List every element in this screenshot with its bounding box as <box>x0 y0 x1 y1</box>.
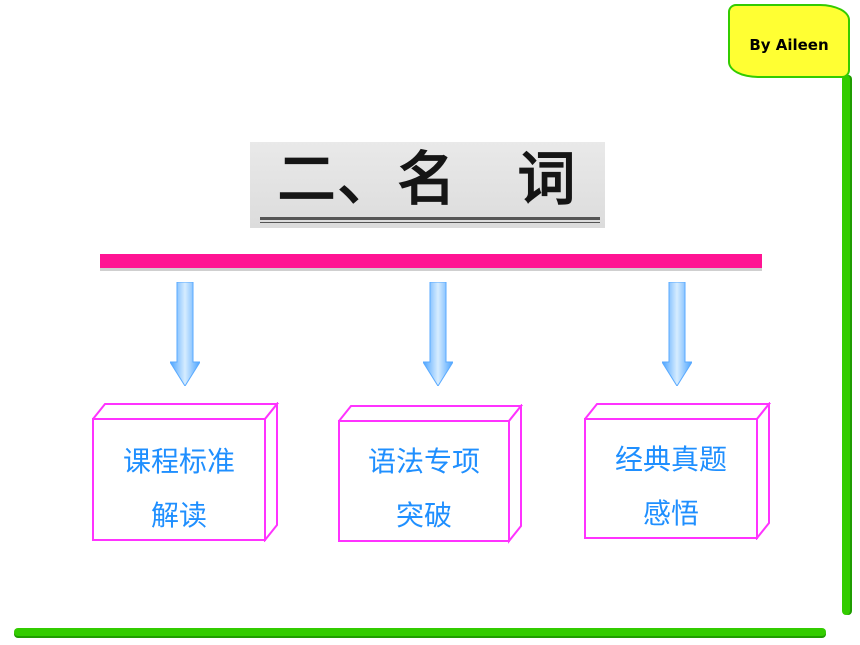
bottom-border-line <box>14 628 826 636</box>
box-title-line1: 语法专项 <box>367 445 480 478</box>
author-flag: By Aileen <box>728 4 850 78</box>
box-frame <box>584 402 772 540</box>
box-frame <box>92 402 280 542</box>
title-underline <box>260 217 600 220</box>
box-title-line1: 课程标准 <box>122 445 235 478</box>
page-title: 二、名 词 <box>277 145 578 213</box>
box-title-line1: 经典真题 <box>614 443 727 476</box>
title-banner: 二、名 词 <box>250 142 605 228</box>
topic-box-classic-questions[interactable]: 经典真题 感悟 <box>584 402 772 540</box>
down-arrow-icon <box>170 282 200 386</box>
topic-box-grammar-focus[interactable]: 语法专项 突破 <box>338 404 524 544</box>
box-frame <box>338 404 524 544</box>
branch-bar <box>100 254 762 271</box>
right-border-line <box>842 75 850 615</box>
box-title-line2: 解读 <box>150 499 207 532</box>
title-underline-thin <box>260 222 600 223</box>
box-title-line2: 感悟 <box>642 497 699 530</box>
corner-arc-decoration <box>0 0 30 80</box>
author-label: By Aileen <box>749 36 829 54</box>
topic-box-course-standard[interactable]: 课程标准 解读 <box>92 402 280 542</box>
down-arrow-icon <box>423 282 453 386</box>
down-arrow-icon <box>662 282 692 386</box>
box-title-line2: 突破 <box>395 499 452 532</box>
